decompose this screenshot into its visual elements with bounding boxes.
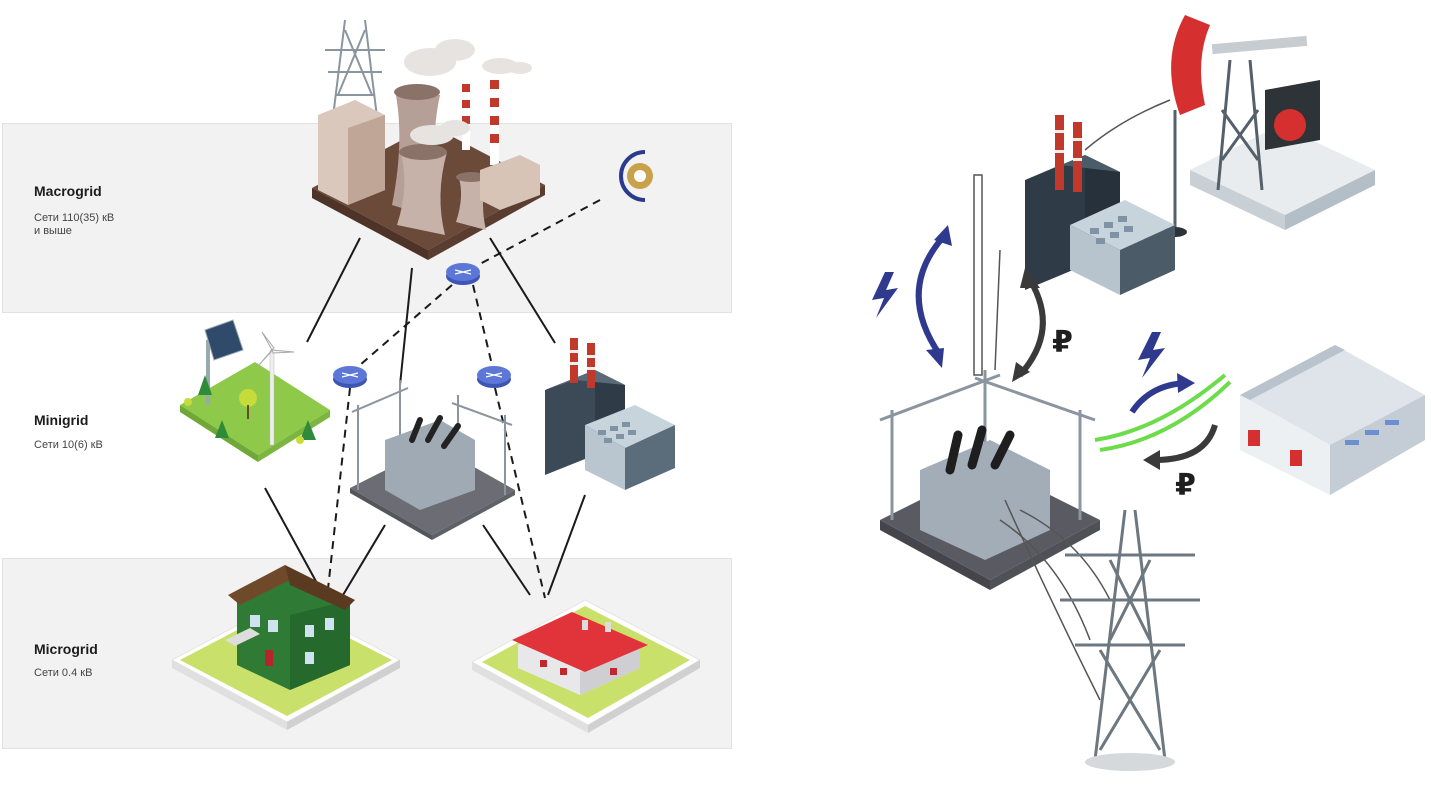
microgrid-title: Microgrid	[34, 641, 98, 657]
macrogrid-title: Macrogrid	[34, 183, 102, 199]
macrogrid-subtitle: Сети 110(35) кВ и выше	[34, 212, 115, 237]
minigrid-subtitle: Сети 10(6) кВ	[34, 439, 103, 451]
transmission-tower-icon	[1060, 509, 1200, 771]
energy-arrow-icon	[915, 232, 948, 357]
connections	[264, 237, 586, 596]
substation-icon	[879, 99, 1232, 701]
router-icon	[446, 263, 480, 285]
lightning-icon	[872, 272, 898, 318]
ruble-symbol: ₽	[1175, 468, 1196, 503]
arrow-head-icon	[1012, 362, 1030, 382]
oil-pump-icon	[1163, 15, 1375, 237]
ruble-symbol: ₽	[1052, 325, 1073, 360]
microgrid-subtitle: Сети 0.4 кВ	[34, 667, 93, 679]
building-icon	[470, 599, 702, 733]
arrow-head-icon	[1143, 450, 1160, 470]
utility-logo-icon	[619, 150, 653, 202]
arrow-head-icon	[934, 225, 952, 246]
warehouse-icon	[1240, 345, 1425, 495]
factory-icon	[545, 338, 675, 490]
solar-wind-icon	[180, 319, 330, 462]
substation-icon	[350, 380, 515, 540]
arrow-head-icon	[926, 348, 944, 368]
lightning-icon	[1138, 332, 1165, 378]
arrow-head-icon	[1020, 268, 1040, 288]
house-icon	[170, 565, 402, 730]
payment-arrow-icon	[1017, 278, 1046, 377]
router-icon	[477, 366, 511, 388]
arrow-head-icon	[1177, 373, 1195, 393]
router-icon	[333, 366, 367, 388]
dashed-connections	[326, 199, 601, 599]
payment-arrow-icon	[1154, 424, 1218, 463]
power-plant-icon	[312, 19, 545, 260]
factory-icon	[1025, 115, 1175, 295]
minigrid-title: Minigrid	[34, 412, 89, 428]
